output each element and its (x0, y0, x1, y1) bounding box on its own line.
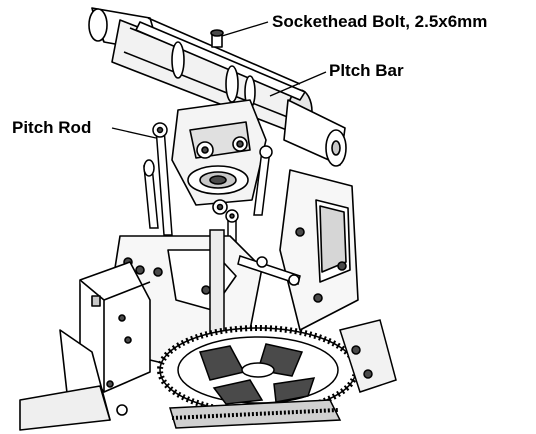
rotor-grip-assembly (88, 7, 347, 167)
hub-swashplate (171, 99, 267, 215)
main-gear (157, 325, 359, 429)
main-shaft (209, 229, 301, 351)
pitch-bar-leader-line (269, 71, 327, 97)
bolt-leader-line (221, 21, 269, 37)
leader-lines (111, 21, 327, 139)
pitch-rod-callout-label: Pitch Rod (12, 118, 92, 137)
pitch-rod-leader-line (111, 127, 157, 139)
bolt-callout-label: Sockethead Bolt, 2.5x6mm (272, 12, 488, 31)
pitch-bar-callout-label: Pltch Bar (329, 61, 404, 80)
lower-right-frame (339, 319, 397, 393)
